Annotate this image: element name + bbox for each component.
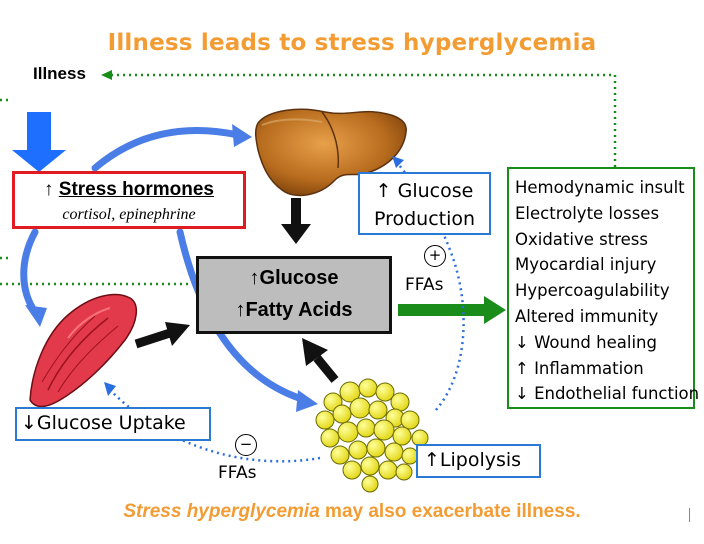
lipolysis-box: ↑Lipolysis — [416, 444, 541, 478]
effect-item: ↓ Wound healing — [515, 332, 657, 352]
effect-item: Altered immunity — [515, 306, 659, 326]
effect-item: Myocardial injury — [515, 255, 657, 275]
illness-down-arrow — [12, 112, 66, 172]
center-to-muscle-arrow — [134, 322, 190, 349]
positive-sign: + — [424, 245, 446, 267]
ffa-positive-arrowhead — [392, 156, 404, 168]
ffa-negative-arrowhead — [104, 382, 116, 396]
glucose-production-box: ↑ Glucose Production — [358, 172, 491, 235]
left-dotted-lines — [0, 98, 196, 286]
effect-item: Hypercoagulability — [515, 281, 670, 301]
footer-caption: Stress hyperglycemia may also exacerbate… — [0, 501, 704, 523]
effect-item: ↓ Endothelial function — [515, 384, 700, 404]
arrowheads-blue — [25, 124, 318, 412]
stress-hormones-title: ↑ Stress hormones — [15, 179, 243, 201]
effect-item: Electrolyte losses — [515, 203, 660, 223]
glucose-line: ↑Glucose — [249, 267, 339, 289]
footer-rest: may also exacerbate illness. — [319, 501, 581, 522]
effect-item: Hemodynamic insult — [515, 178, 685, 197]
glucose-production-line2: Production — [373, 208, 476, 230]
glucose-uptake-box: ↓Glucose Uptake — [15, 407, 211, 441]
hormone-effect-arrows — [20, 127, 309, 404]
stress-hormones-label: Stress hormones — [58, 179, 214, 200]
feedback-loop-arrow — [101, 70, 617, 167]
center-to-effects-arrow — [398, 296, 506, 324]
fatty-acids-line: ↑Fatty Acids — [235, 299, 353, 321]
ffa-label-top: FFAs — [405, 275, 444, 295]
footer-italic: Stress hyperglycemia — [123, 501, 320, 522]
effect-item: ↑ Inflammation — [515, 358, 644, 378]
stress-hormones-box: ↑ Stress hormones cortisol, epinephrine — [12, 171, 246, 229]
diagram-title: Illness leads to stress hyperglycemia — [107, 30, 597, 56]
page-divider-mark — [689, 508, 690, 522]
illness-label: Illness — [33, 64, 86, 83]
fat-cells-icon — [315, 378, 429, 493]
fat-to-center-arrow — [302, 338, 339, 383]
glucose-production-line1: ↑ Glucose — [375, 180, 474, 202]
ffa-label-bottom: FFAs — [218, 463, 257, 483]
effect-item: Oxidative stress — [515, 229, 648, 249]
liver-icon — [254, 108, 407, 197]
liver-to-center-arrow — [281, 198, 311, 244]
muscle-icon — [29, 293, 137, 408]
effects-list-box: Hemodynamic insult Electrolyte losses Ox… — [507, 167, 700, 409]
stress-hormones-arrow: ↑ — [43, 179, 54, 200]
stress-hormones-subtitle: cortisol, epinephrine — [62, 206, 196, 223]
glucose-fatty-acids-box: ↑Glucose ↑Fatty Acids — [196, 256, 392, 334]
negative-sign: − — [235, 434, 257, 456]
